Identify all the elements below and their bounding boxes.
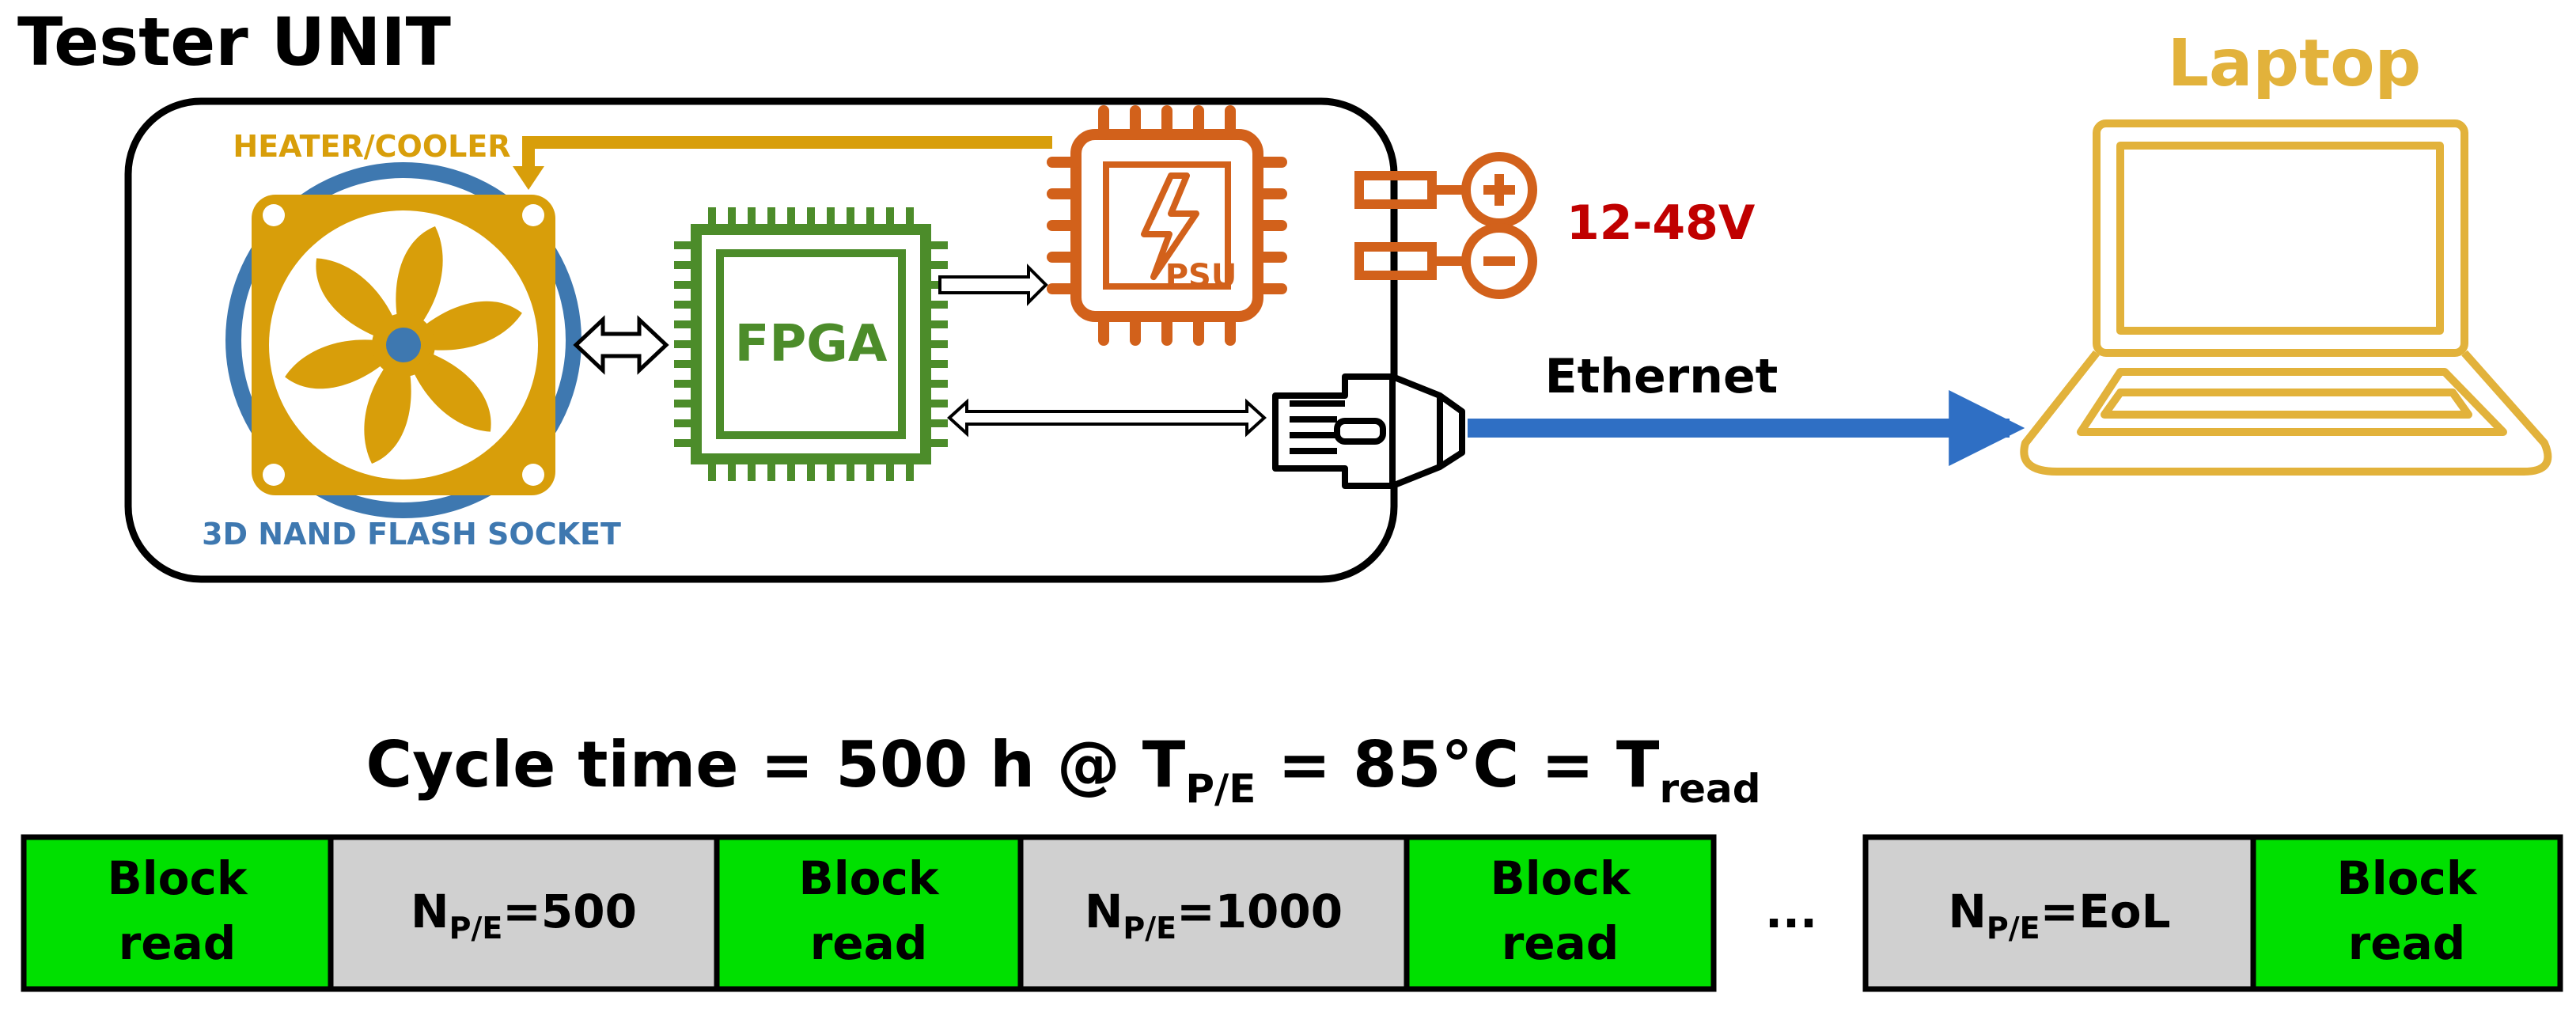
ethernet-plug-icon	[1272, 373, 1465, 489]
cycle-prefix: Cycle time = 500 h @ T	[366, 728, 1185, 802]
block-read-2-line2: read	[810, 916, 928, 970]
block-read-1-line1: Block	[108, 851, 248, 905]
fpga-ethernet-arrow	[947, 398, 1267, 438]
fan-icon	[252, 195, 555, 495]
plus-icon	[1483, 174, 1515, 206]
fpga-psu-arrow	[938, 263, 1048, 306]
pe-block-eol: NP/E=EoL	[1862, 834, 2256, 992]
block-read-3: Block read	[1404, 834, 1717, 992]
laptop-label: Laptop	[2168, 26, 2422, 101]
block-read-4-line2: read	[2348, 916, 2466, 970]
tester-unit-title: Tester UNIT	[17, 3, 451, 81]
tester-unit-box	[124, 97, 1398, 583]
pe-block-500: NP/E=500	[328, 834, 720, 992]
power-terminals-icon	[1354, 152, 1537, 299]
timeline-row: Block read NP/E=500 Block read NP/E=1000…	[21, 834, 2563, 992]
psu-label: PSU	[1165, 258, 1237, 294]
pe-block-500-text: NP/E=500	[411, 885, 637, 946]
cycle-middle: = 85°C = T	[1256, 728, 1660, 802]
heater-feed-arrowhead	[513, 166, 544, 190]
fpga-label: FPGA	[735, 315, 888, 373]
pe-block-1000: NP/E=1000	[1017, 834, 1410, 992]
psu-chip-icon	[1047, 105, 1287, 346]
heater-feed-line	[522, 136, 1052, 170]
pe-block-1000-text: NP/E=1000	[1085, 885, 1343, 946]
heater-cooler-label: HEATER/COOLER	[233, 129, 510, 164]
block-read-2-line1: Block	[799, 851, 940, 905]
fpga-chip-icon	[674, 207, 948, 481]
voltage-label: 12-48V	[1566, 195, 1756, 251]
block-read-1: Block read	[21, 834, 334, 992]
cycle-time-caption: Cycle time = 500 h @ TP/E = 85°C = Tread	[366, 728, 1760, 812]
cycle-sub-read: read	[1659, 766, 1760, 812]
cycle-sub-pe: P/E	[1185, 766, 1256, 812]
laptop-icon	[2020, 119, 2552, 476]
block-read-4: Block read	[2250, 834, 2563, 992]
ethernet-label: Ethernet	[1545, 349, 1779, 404]
block-read-1-line2: read	[119, 916, 237, 970]
block-read-3-line2: read	[1502, 916, 1619, 970]
pe-block-eol-text: NP/E=EoL	[1948, 885, 2170, 946]
block-read-2: Block read	[714, 834, 1024, 992]
lightning-icon	[1141, 172, 1199, 280]
timeline-ellipsis: ...	[1765, 885, 1817, 938]
block-read-4-line1: Block	[2337, 851, 2478, 905]
block-read-3-line1: Block	[1491, 851, 1631, 905]
socket-fpga-arrow	[573, 315, 669, 375]
nand-socket-label: 3D NAND FLASH SOCKET	[202, 517, 621, 551]
